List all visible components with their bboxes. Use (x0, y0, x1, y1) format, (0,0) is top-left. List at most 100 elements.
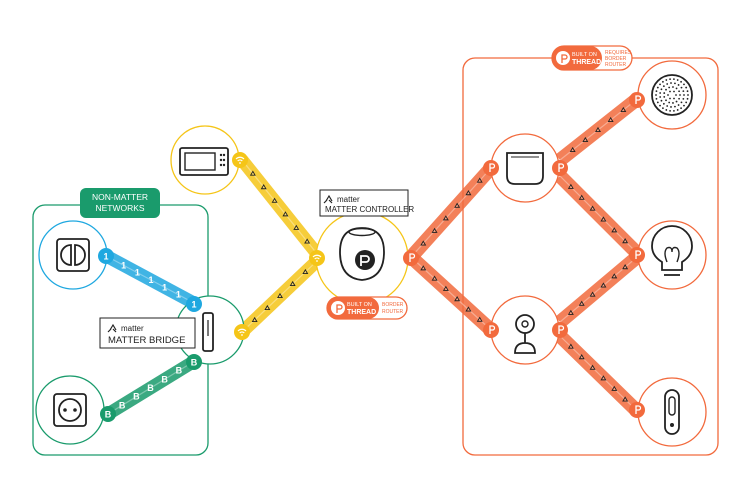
security-camera-node[interactable] (490, 295, 560, 365)
thread-note-line2: ROUTER (382, 309, 404, 315)
signal-marker-icon (251, 316, 258, 323)
port-display-out (552, 160, 568, 176)
port-camera-out (552, 322, 568, 338)
signal-marker-icon (589, 205, 596, 211)
orange-link-bulb-bottom (555, 252, 641, 328)
link-token-label: B (176, 366, 183, 376)
port-outlet: B (100, 406, 116, 422)
port-display-in (483, 160, 499, 176)
port-controller-thread (403, 250, 419, 266)
thread-logo-icon (409, 253, 416, 262)
signal-marker-icon (277, 292, 283, 299)
thread-logo-icon (336, 304, 343, 313)
signal-marker-icon (476, 316, 483, 322)
port-bridge-wifi (234, 324, 250, 340)
matter-logo-icon (323, 194, 333, 204)
power-outlet-icon (53, 393, 87, 427)
thread-note-line3: ROUTER (605, 62, 627, 68)
thread-logo-icon (561, 54, 568, 63)
signal-marker-icon (589, 364, 596, 370)
port-token-label: 1 (191, 300, 196, 310)
signal-marker-icon (282, 211, 289, 217)
signal-marker-icon (454, 202, 461, 208)
thread-note-line2: BORDER (605, 56, 627, 62)
thread-word: THREAD (347, 309, 376, 316)
smart-display-node[interactable] (490, 133, 560, 203)
port-token-label: B (105, 410, 112, 420)
port-lock (629, 402, 645, 418)
thread-word: THREAD (572, 59, 601, 66)
non-matter-label-line2: NETWORKS (95, 203, 144, 213)
light-switch-node[interactable] (38, 220, 108, 290)
microwave-icon (179, 147, 229, 176)
thread-logo-icon (489, 163, 496, 172)
signal-marker-icon (600, 375, 607, 381)
signal-marker-icon (578, 194, 585, 200)
orange-link-display (406, 163, 497, 261)
port-bulb (629, 247, 645, 263)
smoke-detector-node[interactable] (637, 60, 707, 130)
thread-note-line1: BORDER (382, 302, 404, 308)
signal-marker-icon (582, 136, 589, 143)
non-matter-label: NON-MATTER NETWORKS (80, 188, 160, 218)
orange-link-bulb-top (555, 171, 641, 257)
wifi-icon (237, 328, 247, 336)
port-switch: 1 (98, 248, 114, 264)
signal-marker-icon (249, 170, 256, 176)
signal-marker-icon (607, 116, 614, 123)
wifi-icon (312, 254, 322, 262)
matter-controller-node[interactable] (315, 211, 409, 305)
door-lock-node[interactable] (637, 377, 707, 447)
yellow-link-bridge (237, 255, 323, 337)
smoke-detector-icon (651, 74, 693, 116)
port-camera-in (483, 322, 499, 338)
link-token-label: B (161, 374, 168, 384)
signal-marker-icon (611, 385, 618, 391)
signal-marker-icon (611, 227, 618, 233)
link-token-label: 1 (121, 260, 126, 270)
matter-controller-title: MATTER CONTROLLER (325, 205, 414, 214)
thread-logo-icon (558, 325, 565, 334)
power-outlet-node[interactable] (35, 375, 105, 445)
smart-display-icon (506, 152, 544, 185)
signal-marker-icon (454, 296, 461, 302)
light-bulb-icon (651, 225, 693, 276)
signal-marker-icon (420, 240, 427, 246)
link-token-label: 1 (176, 290, 181, 300)
bridge-hub-icon (202, 312, 214, 352)
port-bridge-blue: 1 (186, 296, 202, 312)
signal-marker-icon (420, 265, 427, 271)
non-matter-label-line1: NON-MATTER (92, 192, 148, 202)
smart-speaker-icon (339, 227, 385, 281)
signal-marker-icon (620, 106, 627, 113)
signal-marker-icon (622, 264, 629, 270)
signal-marker-icon (264, 304, 271, 311)
signal-marker-icon (476, 177, 483, 183)
signal-marker-icon (578, 354, 585, 360)
signal-marker-icon (611, 273, 618, 279)
signal-marker-icon (578, 300, 585, 306)
signal-marker-icon (442, 215, 449, 221)
thread-built-on: BUILT ON (347, 302, 372, 308)
thread-logo-icon (635, 405, 642, 414)
signal-marker-icon (465, 306, 472, 312)
microwave-node[interactable] (170, 125, 240, 195)
thread-built-on: BUILT ON (572, 52, 597, 58)
thread-badge-group: BUILT ON THREAD REQUIRES BORDER ROUTER (551, 45, 633, 71)
orange-link-camera (407, 252, 496, 336)
link-token-label: B (147, 383, 154, 393)
signal-marker-icon (465, 190, 472, 196)
thread-logo-icon (635, 250, 642, 259)
thread-note-line1: REQUIRES (605, 50, 632, 56)
link-token-label: B (119, 400, 126, 410)
link-token-label: 1 (148, 275, 153, 285)
matter-bridge-title: MATTER BRIDGE (108, 335, 185, 346)
matter-controller-label: matter MATTER CONTROLLER (319, 189, 414, 217)
light-bulb-node[interactable] (637, 220, 707, 290)
signal-marker-icon (293, 224, 300, 230)
wifi-icon (235, 156, 245, 164)
link-token-label: 1 (135, 268, 140, 278)
